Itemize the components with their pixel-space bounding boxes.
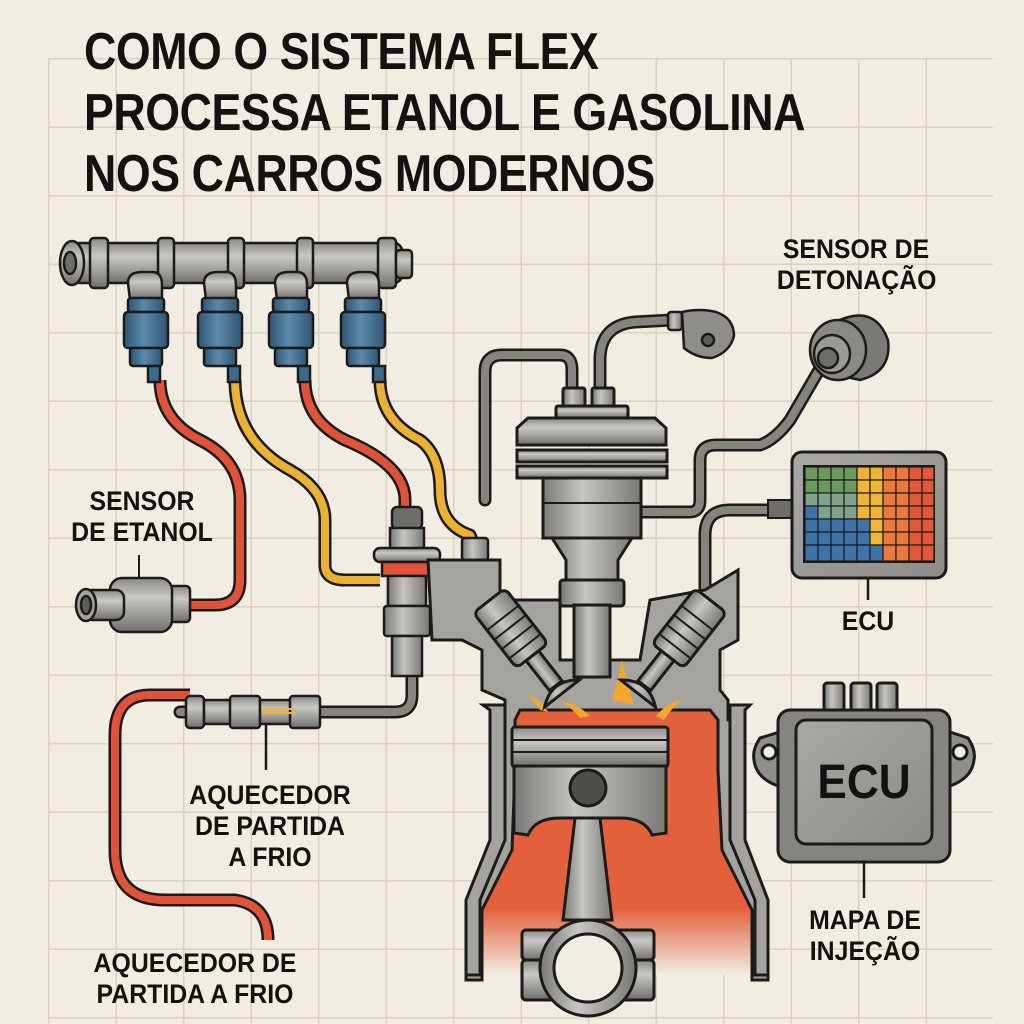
- label-cold-start-heater-inline: AQUECEDOR DE PARTIDA A FRIO: [189, 780, 351, 872]
- exhaust-valve: [616, 589, 726, 711]
- injector-3: [267, 270, 315, 384]
- ecu-map-grid: [804, 466, 935, 562]
- label-injection-map: MAPA DE INJEÇÃO: [809, 905, 921, 966]
- ecu-module-label: ECU: [817, 756, 911, 809]
- signal-lines: [173, 313, 829, 719]
- title-line-3: NOS CARROS MODERNOS: [84, 145, 655, 203]
- valves: [474, 589, 726, 711]
- ecu-module: [752, 681, 976, 898]
- central-injector: [515, 386, 669, 679]
- label-ethanol-sensor: SENSOR DE ETANOL: [71, 486, 213, 547]
- label-knock-sensor: SENSOR DE DETONAÇÃO: [776, 234, 937, 295]
- ecu-map-display: [767, 450, 948, 600]
- injector-2: [196, 270, 244, 384]
- piston: [510, 725, 670, 1018]
- title-line-1: COMO O SISTEMA FLEX: [84, 23, 599, 81]
- page-title: COMO O SISTEMA FLEX PROCESSA ETANOL E GA…: [84, 22, 805, 205]
- injector-4: [339, 270, 387, 384]
- knock-sensor: [808, 314, 890, 382]
- idle-actuator: [666, 308, 736, 360]
- label-ecu-display: ECU: [841, 606, 895, 636]
- title-line-2: PROCESSA ETANOL E GASOLINA: [84, 84, 805, 142]
- cold-start-heater: [184, 694, 322, 730]
- inline-fuel-sensor: [372, 505, 490, 678]
- ethanol-sensor: [74, 555, 192, 634]
- injectors: [122, 270, 387, 384]
- label-cold-start-heater-line: AQUECEDOR DE PARTIDA A FRIO: [93, 948, 297, 1009]
- injector-1: [122, 270, 170, 384]
- intake-valve: [474, 589, 584, 711]
- fuel-hoses: [108, 379, 479, 941]
